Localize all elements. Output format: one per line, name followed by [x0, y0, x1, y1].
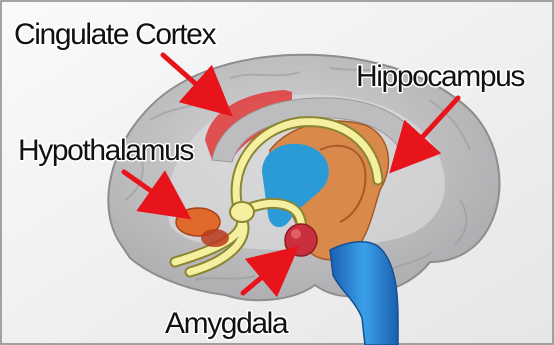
- amygdala-region: [285, 224, 317, 256]
- fornix-knot: [230, 202, 254, 222]
- label-hippocampus: Hippocampus: [356, 60, 524, 93]
- label-amygdala: Amygdala: [165, 307, 289, 340]
- label-hypothalamus: Hypothalamus: [18, 134, 193, 167]
- thalamus-dark: [201, 229, 229, 247]
- amygdala-highlight: [291, 229, 301, 239]
- label-cingulate-cortex: Cingulate Cortex: [14, 18, 216, 51]
